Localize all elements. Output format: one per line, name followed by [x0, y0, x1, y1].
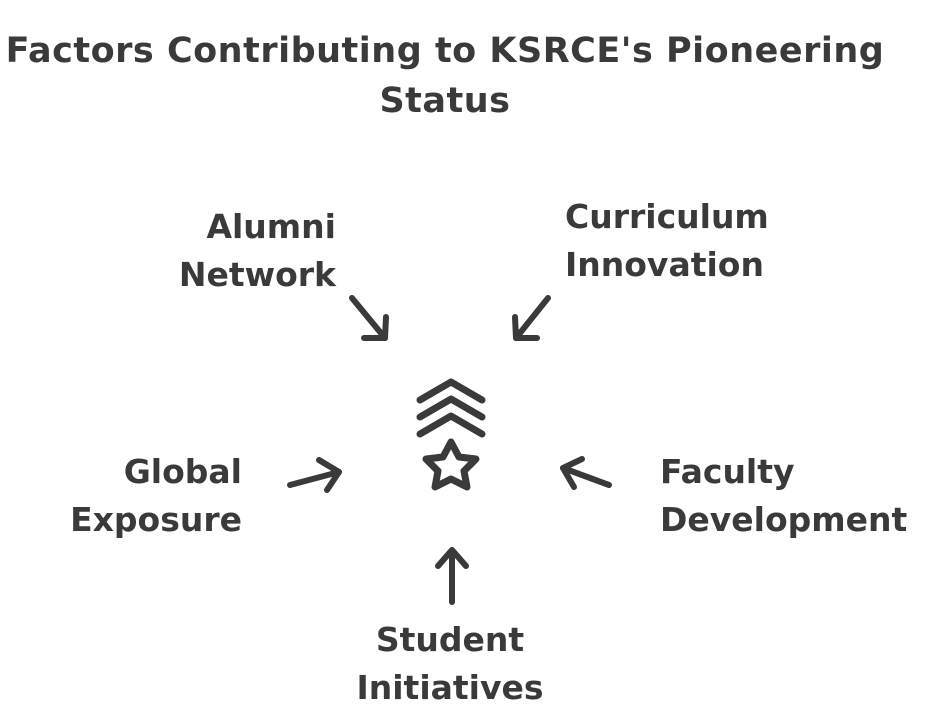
factor-global-exposure: Global Exposure	[40, 448, 242, 544]
factor-faculty-development: Faculty Development	[660, 448, 927, 544]
arrow-faculty-icon	[560, 456, 612, 490]
factor-curriculum-line2: Innovation	[565, 245, 764, 284]
factor-student-line2: Initiatives	[356, 668, 544, 707]
factor-student-line1: Student	[375, 620, 525, 659]
arrow-global-icon	[287, 457, 342, 493]
arrow-student-icon	[435, 547, 469, 605]
factor-curriculum-line1: Curriculum	[565, 197, 769, 236]
factor-faculty-line1: Faculty	[660, 452, 795, 491]
factor-student-initiatives: Student Initiatives	[330, 616, 570, 712]
arrow-alumni-icon	[349, 295, 389, 341]
factor-alumni-line1: Alumni	[206, 207, 336, 246]
factor-curriculum-innovation: Curriculum Innovation	[565, 193, 825, 289]
factor-alumni-line2: Network	[178, 255, 336, 294]
arrow-curriculum-icon	[512, 295, 551, 341]
rank-chevrons-star-icon	[416, 378, 486, 491]
factor-global-line1: Global	[123, 452, 242, 491]
factor-global-line2: Exposure	[70, 500, 242, 539]
factor-faculty-line2: Development	[660, 500, 908, 539]
factor-alumni-network: Alumni Network	[100, 203, 336, 299]
diagram-title: Factors Contributing to KSRCE's Pioneeri…	[5, 31, 885, 121]
